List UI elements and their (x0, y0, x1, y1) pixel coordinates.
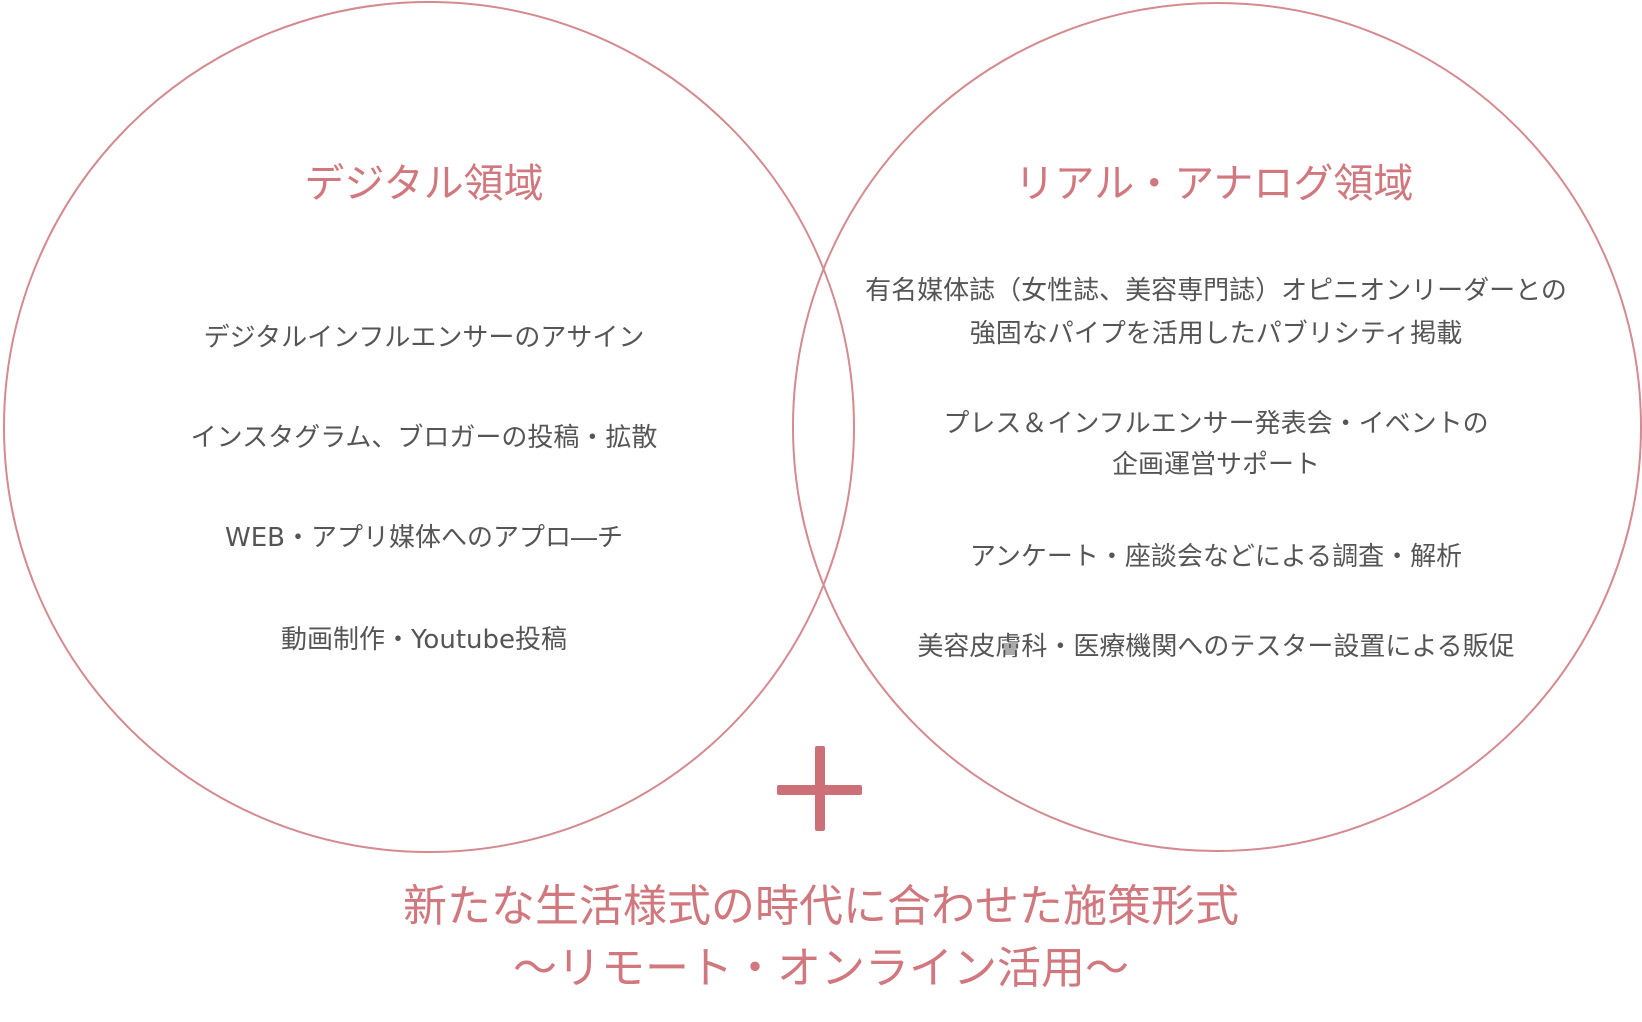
plus-icon (777, 746, 862, 831)
footer-line-1: 新たな生活様式の時代に合わせた施策形式 (403, 881, 1239, 932)
digital-item-2: インスタグラム、ブロガーの投稿・拡散 (191, 423, 658, 453)
digital-items: デジタルインフルエンサーのアサイン インスタグラム、ブロガーの投稿・拡散 WEB… (191, 323, 658, 655)
digital-circle (3, 1, 855, 853)
footer-line-2: ～リモート・オンライン活用～ (513, 943, 1129, 994)
digital-item-1: デジタルインフルエンサーのアサイン (204, 323, 645, 353)
analog-item-1-line-2: 強固なパイプを活用したパブリシティ掲載 (970, 319, 1462, 349)
analog-items: 有名媒体誌（女性誌、美容専門誌）オピニオンリーダーとの 強固なパイプを活用したパ… (865, 276, 1567, 662)
analog-heading: リアル・アナログ領域 (1015, 161, 1414, 207)
digital-heading: デジタル領域 (304, 161, 543, 207)
analog-item-4: 美容皮膚科・医療機関へのテスター設置による販促 (917, 632, 1514, 662)
analog-circle (792, 2, 1642, 852)
analog-item-1-line-1: 有名媒体誌（女性誌、美容専門誌）オピニオンリーダーとの (865, 276, 1567, 306)
digital-item-3: WEB・アプリ媒体へのアプロ―チ (225, 523, 623, 553)
digital-item-4: 動画制作・Youtube投稿 (281, 625, 567, 655)
analog-item-3: アンケート・座談会などによる調査・解析 (970, 542, 1462, 572)
analog-item-2-line-2: 企画運営サポート (1112, 450, 1320, 480)
analog-item-2-line-1: プレス＆インフルエンサー発表会・イベントの (943, 409, 1488, 439)
